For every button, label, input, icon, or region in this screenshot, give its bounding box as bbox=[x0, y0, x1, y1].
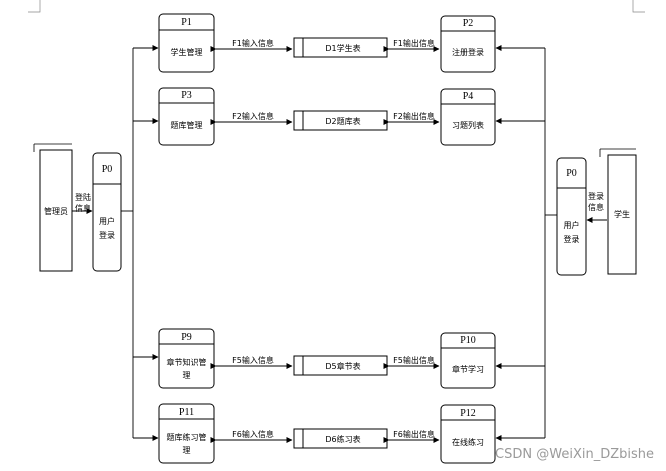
flow-label: F6输出信息 bbox=[393, 429, 435, 439]
data-store-label: D1学生表 bbox=[325, 43, 360, 53]
page-corner-marks bbox=[28, 0, 645, 13]
flow-label: F5输入信息 bbox=[232, 355, 274, 365]
process-label-line: 登录 bbox=[564, 234, 580, 244]
data-store-label: D5章节表 bbox=[325, 361, 360, 371]
process-id: P0 bbox=[566, 168, 577, 179]
process-id: P2 bbox=[463, 18, 474, 29]
flow-arrows bbox=[72, 45, 607, 443]
process-label-line: 用户 bbox=[99, 216, 115, 226]
process-p10: P10 章节学习 bbox=[440, 332, 496, 389]
process-label-line: 在线练习 bbox=[452, 437, 484, 447]
process-label-line: 理 bbox=[183, 446, 191, 455]
process-id: P11 bbox=[179, 407, 194, 418]
process-label-line: 章节学习 bbox=[452, 364, 484, 374]
process-id: P1 bbox=[181, 17, 192, 28]
process-label-line: 题库练习管 bbox=[167, 432, 207, 442]
flow-label: F1输出信息 bbox=[393, 38, 435, 48]
process-id: P9 bbox=[181, 332, 192, 343]
process-id: P3 bbox=[181, 90, 192, 101]
process-label-line: 习题列表 bbox=[452, 120, 484, 130]
process-p0-right: P0 用户 登录 bbox=[556, 157, 587, 276]
process-label-line: 学生管理 bbox=[171, 47, 203, 57]
data-store-d5: D5章节表 bbox=[293, 355, 388, 376]
flow-label: F2输入信息 bbox=[232, 111, 274, 121]
process-label-line: 登录 bbox=[99, 230, 115, 240]
process-label-line: 章节知识管 bbox=[167, 357, 207, 367]
data-store-d2: D2题库表 bbox=[293, 110, 388, 131]
flow-label: 信息 bbox=[75, 203, 91, 213]
flow-label: 登陆 bbox=[75, 192, 91, 202]
admin-label: 管理员 bbox=[44, 206, 68, 216]
data-store-label: D2题库表 bbox=[325, 116, 360, 126]
process-p11: P11 题库练习管 理 bbox=[158, 403, 215, 464]
process-p12: P12 在线练习 bbox=[440, 404, 496, 464]
flow-label: F6输入信息 bbox=[232, 429, 274, 439]
process-p1: P1 学生管理 bbox=[158, 13, 215, 73]
flow-label: F1输入信息 bbox=[232, 38, 274, 48]
process-label-line: 理 bbox=[183, 371, 191, 380]
external-entity-student: 学生 bbox=[599, 148, 637, 275]
data-store-label: D6练习表 bbox=[325, 434, 360, 444]
process-p2: P2 注册登录 bbox=[440, 15, 496, 73]
process-id: P4 bbox=[463, 91, 474, 102]
process-p4: P4 习题列表 bbox=[440, 88, 496, 146]
flow-label: 登录 bbox=[588, 191, 604, 201]
process-p0-left: P0 用户 登录 bbox=[92, 152, 122, 272]
data-store-d1: D1学生表 bbox=[293, 37, 388, 58]
process-id: P12 bbox=[460, 408, 476, 419]
external-entity-admin: 管理员 bbox=[33, 143, 73, 272]
data-store-d6: D6练习表 bbox=[293, 428, 388, 449]
flow-label: F2输出信息 bbox=[393, 111, 435, 121]
flow-label: 信息 bbox=[588, 202, 604, 212]
process-p3: P3 题库管理 bbox=[158, 87, 215, 146]
process-p9: P9 章节知识管 理 bbox=[158, 328, 215, 389]
student-label: 学生 bbox=[614, 209, 630, 219]
flow-label: F5输出信息 bbox=[393, 355, 435, 365]
process-label-line: 用户 bbox=[564, 220, 580, 230]
process-id: P10 bbox=[460, 335, 476, 346]
process-label-line: 注册登录 bbox=[452, 47, 484, 57]
process-label-line: 题库管理 bbox=[171, 120, 203, 130]
watermark: CSDN @WeiXin_DZbishe bbox=[495, 447, 654, 462]
process-id: P0 bbox=[102, 164, 113, 175]
